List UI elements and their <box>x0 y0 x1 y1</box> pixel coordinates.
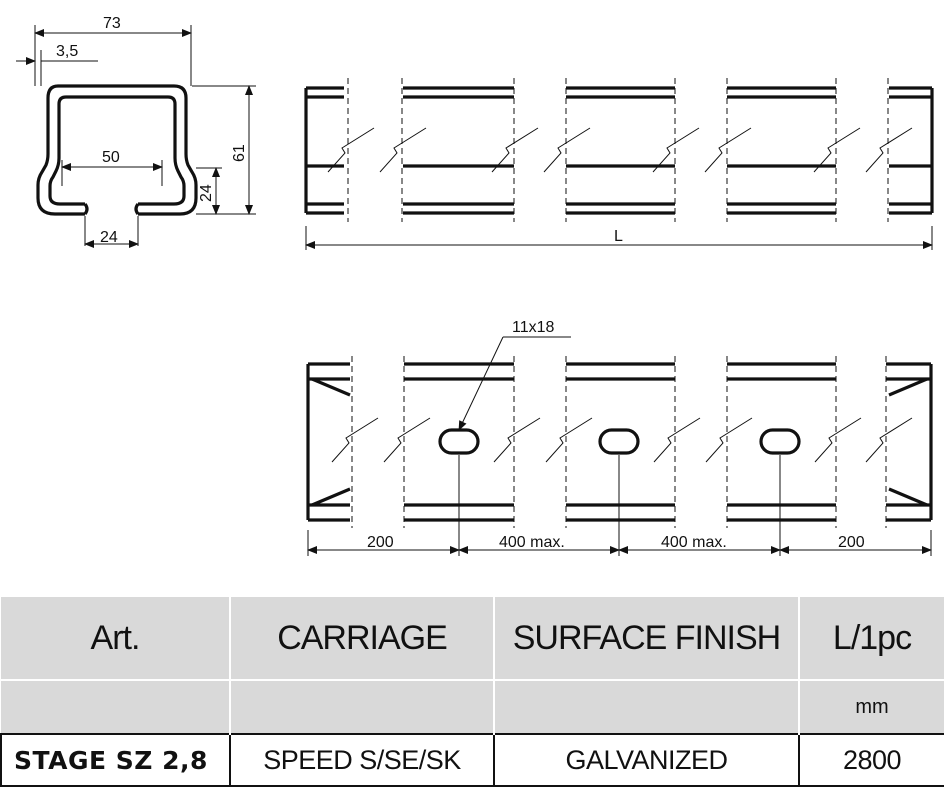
cell-art: STAGE SZ 2,8 <box>0 733 231 787</box>
unit-carriage <box>230 680 495 734</box>
dim-first: 200 <box>367 534 394 551</box>
holes-view: 11x18 200 400 max. 400 max. 200 <box>306 319 933 556</box>
dim-last: 200 <box>838 534 865 551</box>
profile-outer-contour <box>36 84 198 216</box>
slot-hole <box>598 428 640 455</box>
unit-finish <box>494 680 800 734</box>
profile-lip-left <box>83 203 89 215</box>
dim-width: 73 <box>103 15 121 32</box>
unit-length: mm <box>799 680 944 734</box>
unit-art <box>1 680 231 734</box>
dim-height: 61 <box>231 144 248 162</box>
dim-mid-2: 400 max. <box>661 534 727 551</box>
slot-hole <box>759 428 801 455</box>
side-view: L <box>304 78 934 250</box>
dim-length: L <box>614 228 623 245</box>
profile-inner-contour <box>48 95 186 206</box>
table-row: STAGE SZ 2,8 SPEED S/SE/SK GALVANIZED 28… <box>0 733 944 787</box>
dim-wall: 3,5 <box>56 43 78 60</box>
dim-lip: 24 <box>198 184 215 202</box>
profile-lip-right <box>134 203 140 215</box>
cell-finish: GALVANIZED <box>493 733 800 787</box>
header-art: Art. <box>1 597 231 681</box>
spec-table: Art. CARRIAGE SURFACE FINISH L/1pc mm ST… <box>0 597 944 787</box>
table-header-row: Art. CARRIAGE SURFACE FINISH L/1pc <box>1 597 944 681</box>
table-units-row: mm <box>1 680 944 734</box>
header-surface-finish: SURFACE FINISH <box>494 597 800 681</box>
technical-drawing: 73 3,5 50 24 24 61 <box>16 15 934 556</box>
dim-inner: 50 <box>102 149 120 166</box>
cell-carriage: SPEED S/SE/SK <box>229 733 495 787</box>
profile-section: 73 3,5 50 24 24 61 <box>16 15 256 248</box>
header-carriage: CARRIAGE <box>230 597 495 681</box>
dim-mid-1: 400 max. <box>499 534 565 551</box>
dim-slot: 24 <box>100 229 118 246</box>
hole-size-label: 11x18 <box>512 319 555 336</box>
cell-length: 2800 <box>798 733 944 787</box>
header-length: L/1pc <box>799 597 944 681</box>
slot-hole <box>438 428 480 455</box>
